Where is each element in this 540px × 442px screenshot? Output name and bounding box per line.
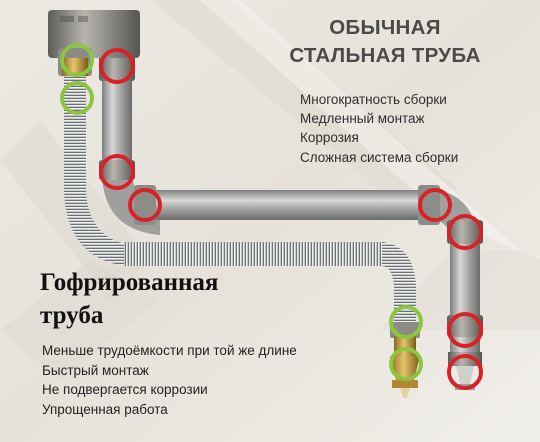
red-joint-marker bbox=[447, 312, 483, 348]
marker-circles bbox=[60, 43, 483, 390]
green-ok-marker bbox=[60, 43, 94, 77]
corrugated-pipe-title: Гофрированная труба bbox=[40, 266, 218, 332]
red-joint-marker bbox=[99, 48, 135, 84]
steel-feature-item: Многократность сборки bbox=[300, 92, 447, 107]
green-ok-marker bbox=[389, 347, 423, 381]
steel-pipe-title: ОБЫЧНАЯ СТАЛЬНАЯ ТРУБА bbox=[250, 14, 520, 70]
green-ok-marker bbox=[60, 81, 94, 115]
red-joint-marker bbox=[447, 214, 483, 250]
steel-feature-item: Коррозия bbox=[300, 130, 359, 146]
corrugated-pipe-features: Меньше трудоёмкости при той же длине Быс… bbox=[42, 341, 297, 419]
steel-title-line-2: СТАЛЬНАЯ ТРУБА bbox=[289, 44, 481, 67]
red-joint-marker bbox=[99, 154, 135, 190]
corrugated-feature-item: Упрощенная работа bbox=[42, 401, 168, 417]
corrugated-feature-item: Меньше трудоёмкости при той же длине bbox=[42, 343, 297, 358]
corrugated-title-line-1: Гофрированная bbox=[40, 269, 219, 296]
red-joint-marker bbox=[447, 354, 483, 390]
corrugated-feature-item: Не подвергается коррозии bbox=[42, 382, 208, 398]
red-joint-marker bbox=[128, 188, 162, 222]
corrugated-title-line-2: труба bbox=[40, 302, 104, 329]
green-ok-marker bbox=[389, 305, 423, 339]
steel-pipe-features: Многократность сборки Медленный монтаж К… bbox=[300, 90, 458, 167]
corrugated-feature-item: Быстрый монтаж bbox=[42, 362, 149, 378]
red-joint-marker bbox=[418, 188, 452, 222]
steel-title-line-1: ОБЫЧНАЯ bbox=[329, 16, 441, 39]
steel-feature-item: Медленный монтаж bbox=[300, 111, 425, 127]
steel-feature-item: Сложная система сборки bbox=[300, 149, 459, 165]
